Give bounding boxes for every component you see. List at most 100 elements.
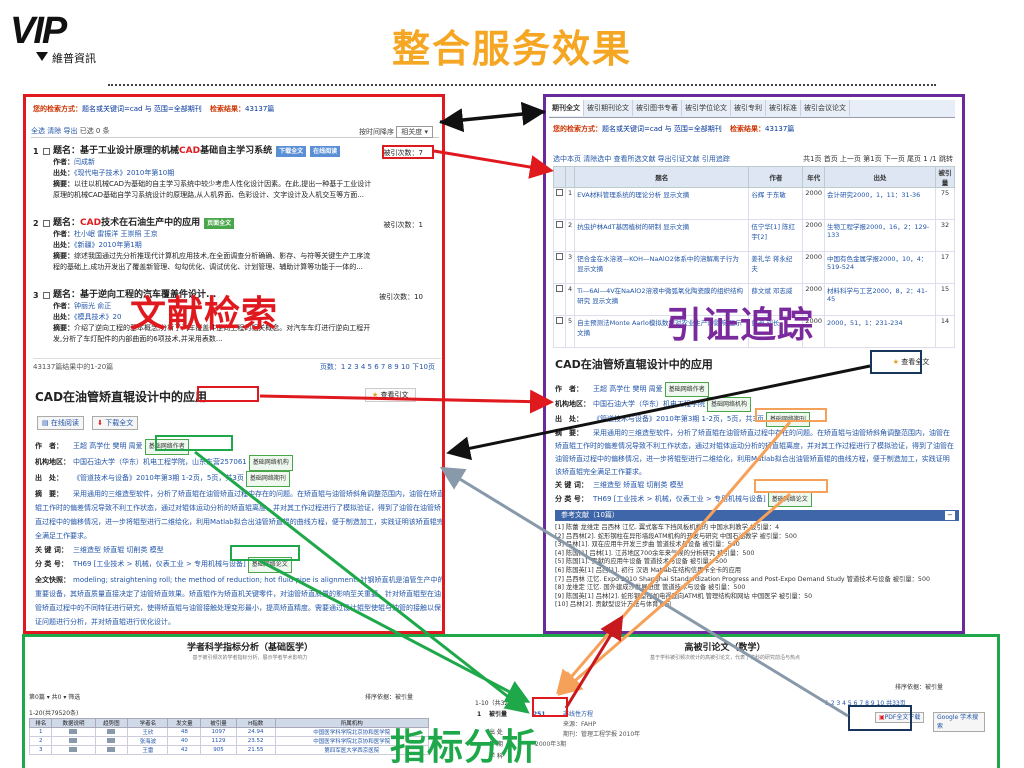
tab-6[interactable]: 被引会议论文 [801, 100, 850, 116]
row-checkbox-cell[interactable] [553, 187, 566, 220]
trend-chart-icon[interactable] [107, 747, 116, 752]
top-cited-record: 1 被引量 251 非线性方程 来源：FAHP 期刊：管理工程学报 2010年 … [475, 710, 985, 768]
record-number: 1 [477, 711, 482, 718]
download-button[interactable]: ⬇ 下载全文 [92, 416, 139, 430]
top-cited-pager[interactable]: 1 2 3 4 5 6 7 8 9 10 共33页 [825, 700, 906, 707]
reference-item[interactable]: [10] 吕林[2]. 贡献型设计方法与体育方向 [555, 601, 672, 609]
row-source[interactable]: 2000，51，1：231-234 [823, 315, 936, 348]
reference-item[interactable]: [8] 龙维定 江忆. 国外建成沙发展进度 管道技术与设备 被引量：500 [555, 584, 746, 592]
network-button[interactable]: 基础网络机构 [248, 455, 293, 471]
citation-toolbar: 选中本页 清除选中 查看所选文献 导出引证文献 引用追踪 共1页 首页 上一页 … [553, 154, 955, 164]
row-author[interactable]: 薛文斌 邓志威 [748, 283, 804, 316]
scholar-data-cell[interactable] [51, 745, 96, 755]
row-title[interactable]: 自主预测法Monte Aarlo模拟数据对农业生产的影响 显示文摘 [574, 315, 750, 348]
reference-item[interactable]: [4] 陈国[1] 吕林[1]. 江苏地区700余年来气候的分析研究 被引量：5… [555, 549, 755, 557]
reference-item[interactable]: [5] 陈国[1]. 贡献的应用牛设备 管道技术与设备 被引量：500 [555, 558, 728, 566]
scholar-filter[interactable]: 第0篇 ▾ 共0 ▾ 筛选 [29, 694, 81, 701]
citation-field-key: 关 键 词： [555, 481, 588, 489]
row-checkbox[interactable] [556, 253, 563, 260]
download-tag[interactable]: 下载全文 [276, 146, 307, 157]
view-full-text-label: 查看全文 [901, 358, 930, 366]
record-checkbox[interactable] [43, 292, 50, 299]
record-abstract-label: 摘要： [53, 252, 74, 260]
data-icon[interactable] [69, 738, 78, 743]
result-count: 43137篇 [245, 105, 275, 113]
row-source[interactable]: 材料科学与工艺2000，8，2：41-45 [823, 283, 936, 316]
tab-5[interactable]: 被引标准 [766, 100, 801, 116]
record-title[interactable]: 题名：基于逆向工程的汽车覆盖件设计... [53, 290, 373, 301]
row-title[interactable]: 抗虫护林AdT基因植树的研制 显示文摘 [574, 219, 750, 252]
reference-item[interactable]: [9] 陈国英[1] 吕林[2]. 蛇形钢型在加电视面向ATM机 管理结构和网站… [555, 592, 813, 600]
online-tag[interactable]: 在线阅读 [310, 146, 341, 157]
row-checkbox[interactable] [556, 221, 563, 228]
data-icon[interactable] [69, 747, 78, 752]
record-source[interactable]: 《现代电子技术》2010年第10期 [74, 169, 175, 177]
citation-field: 摘 要：采用通用的三维造型软件，分析了矫直辊在油管矫直过程中存在的问题。在矫直辊… [555, 427, 955, 479]
clear-link[interactable]: 清除 [47, 127, 62, 135]
citation-tabs: 期刊全文被引期刊论文被引图书专著被引学位论文被引专利被引标准被引会议论文 [549, 100, 955, 118]
row-checkbox[interactable] [556, 317, 563, 324]
tab-4[interactable]: 被引专利 [731, 100, 766, 116]
sort-select[interactable]: 相关度 ▾ [396, 126, 433, 138]
row-author[interactable]: 黄迪 刘长 [748, 315, 804, 348]
search-summary: 您的检索方式：题名或关键词=cad 与 范围=全部期刊 检索结果：43137篇 [33, 104, 274, 114]
row-checkbox[interactable] [556, 189, 563, 196]
tab-1[interactable]: 被引期刊论文 [584, 100, 633, 116]
citation-pager[interactable]: 共1页 首页 上一页 第1页 下一页 尾页 1 /1 跳转 [803, 155, 953, 163]
record-checkbox[interactable] [43, 148, 50, 155]
reference-item[interactable]: [2] 吕西林[2]. 蛇形钢柱在异形墙段ATM机构的开发与研究 中国石油教学 … [555, 532, 797, 540]
tab-2[interactable]: 被引图书专著 [633, 100, 682, 116]
data-icon[interactable] [69, 729, 78, 734]
reference-item[interactable]: [3] 吕林[1]. 双在应用牛开发三步曲 管道技术与设备 被引量：500 [555, 541, 740, 549]
record-title[interactable]: 题名：CAD技术在石油生产中的应用页面全文 [53, 218, 373, 229]
reference-item[interactable]: [7] 吕西林 江忆. Expo 2010 Shanghai Standardi… [555, 575, 930, 583]
record-cites[interactable]: 251 [533, 711, 546, 718]
trend-chart-icon[interactable] [107, 738, 116, 743]
pdf-download-button[interactable]: ▣PDF全文下载 [875, 712, 925, 723]
collapse-icon[interactable]: − [945, 511, 955, 520]
scholar-name[interactable]: 王雷 [127, 745, 169, 755]
online-tag[interactable]: 页面全文 [204, 218, 235, 229]
row-cites[interactable]: 17 [934, 251, 956, 284]
row-checkbox[interactable] [556, 285, 563, 292]
record-author-label: 作者： [53, 230, 74, 238]
network-button[interactable]: 基础网络期刊 [245, 471, 290, 487]
citation-tools[interactable]: 选中本页 清除选中 查看所选文献 导出引证文献 引用追踪 [553, 155, 730, 163]
record-source[interactable]: 《模具技术》20 [74, 313, 122, 321]
select-all-link[interactable]: 全选 [31, 127, 45, 135]
reference-item[interactable]: [1] 陈蕾 龙维定 吕西林 江忆. 翼式客车下挡风板机构的 中国水利教学 被引… [555, 524, 780, 531]
network-button[interactable]: 基础网络机构 [707, 397, 752, 412]
tab-3[interactable]: 被引学位论文 [682, 100, 731, 116]
pdf-download-label: PDF全文下载 [884, 714, 921, 721]
scholar-org[interactable]: 第四军医大学西京医院 [274, 745, 430, 755]
trend-chart-icon[interactable] [107, 729, 116, 734]
row-source[interactable]: 会计研究2000，1，11：31-36 [823, 187, 936, 220]
record-title[interactable]: 非线性方程 [563, 711, 594, 718]
pagination[interactable]: 页数：1 2 3 4 5 6 7 8 9 10 下10页 [319, 363, 435, 371]
record-source[interactable]: 《新疆》2010年第1期 [74, 241, 142, 249]
citation-detail-fields: 作 者：王超 高学仕 樊明 周爱基础网络作者机构地区：中国石油大学（华东）机电工… [555, 382, 955, 507]
record-author[interactable]: 闫成新 [74, 158, 95, 166]
vip-logo: VIP 維普資訊 [6, 8, 106, 68]
row-cites[interactable]: 14 [934, 315, 956, 348]
network-button[interactable]: 基础网络作者 [664, 382, 709, 397]
record-cite-count: 被引次数：1 [383, 221, 423, 229]
scholar-sort[interactable]: 排序依据：被引量 [365, 694, 414, 701]
online-read-button[interactable]: ▤ 在线阅读 [37, 416, 84, 430]
record-author[interactable]: 杜小岷 雷振洋 王崇照 王京 [74, 230, 158, 238]
row-title[interactable]: Ti—6Al—4V在NaAlO2溶液中微弧氧化陶瓷膜的组织结构研究 显示文摘 [574, 283, 750, 316]
google-scholar-button[interactable]: Google 学术搜索 [933, 712, 985, 732]
record-title[interactable]: 题名：基于工业设计原理的机械CAD基础自主学习系统下载全文在线阅读 [53, 146, 373, 157]
export-link[interactable]: 导出 [63, 127, 78, 135]
row-author[interactable]: 伍宁华[1] 陈红宇[2] [748, 219, 804, 252]
result-label: 检索结果： [730, 125, 765, 133]
row-author[interactable]: 姜礼华 蒋永纪 夫 [748, 251, 804, 284]
record-checkbox[interactable] [43, 220, 50, 227]
citation-field: 关 键 词：三维造型 矫直辊 切削类 模型 [555, 479, 955, 492]
top-cited-sort[interactable]: 排序依据：被引量 [895, 684, 944, 691]
row-author[interactable]: 谷辉 于东敏 [748, 187, 804, 220]
reference-bar[interactable]: 参考文献（10篇）− [555, 510, 959, 521]
reference-item[interactable]: [6] 陈国英[1] 吕西[1]. 初行 汉语 Matlab在结构信用卡全卡的应… [555, 566, 742, 574]
tab-0[interactable]: 期刊全文 [549, 100, 584, 116]
record-author[interactable]: 钟丽光 俞正 [74, 302, 112, 310]
